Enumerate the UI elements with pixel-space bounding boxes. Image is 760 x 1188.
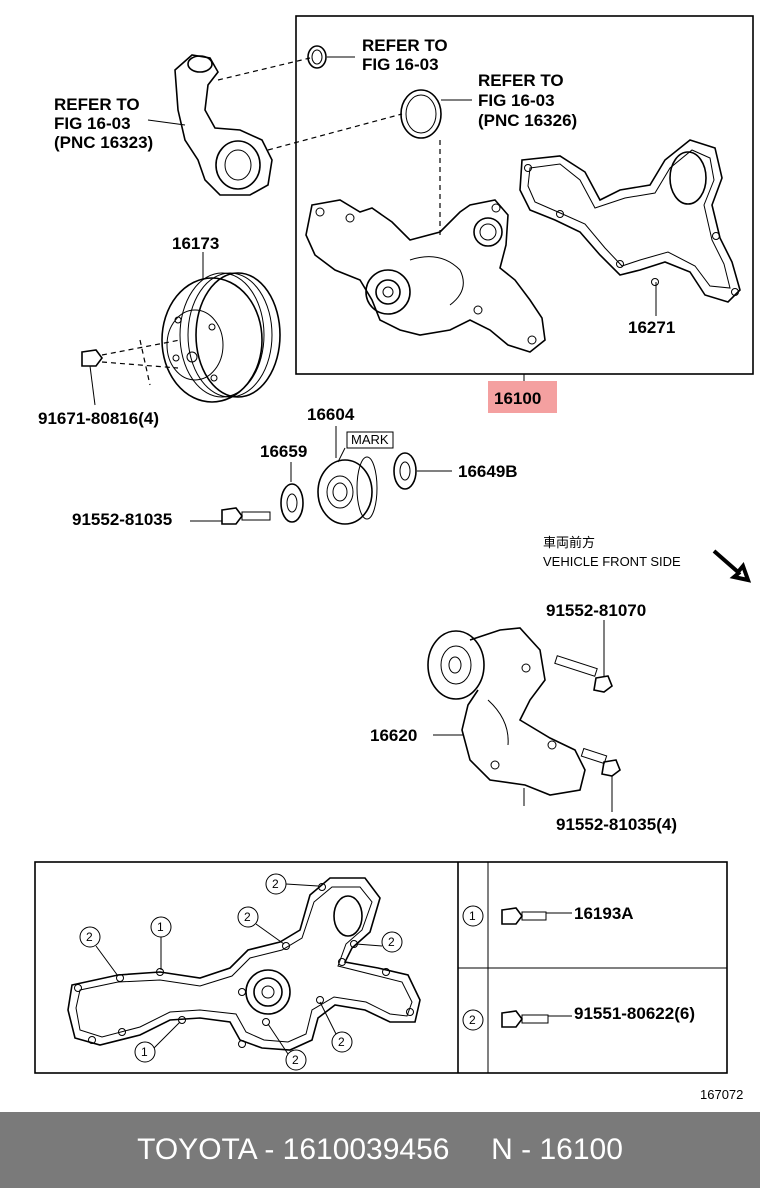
legend-marker-1: [462, 905, 484, 927]
water-pump-body: [305, 199, 546, 353]
label-16271: 16271: [628, 318, 675, 337]
footer-bar: TOYOTA - 1610039456 N - 16100: [0, 1112, 760, 1188]
svg-text:1: 1: [141, 1045, 148, 1059]
label-mark: MARK: [351, 432, 389, 447]
svg-text:2: 2: [272, 877, 279, 891]
svg-text:1: 1: [157, 920, 164, 934]
bolt-91552-81070: [554, 655, 613, 693]
water-inlet-pipe: [174, 54, 273, 196]
svg-text:2: 2: [338, 1035, 345, 1049]
idler-washer-16659: [280, 483, 304, 523]
water-pump-pulley: [161, 272, 281, 403]
legend-marker-2: [462, 1009, 484, 1031]
svg-text:2: 2: [244, 910, 251, 924]
bolt-91552-81035: [221, 507, 271, 525]
bolt-16193a: [501, 907, 547, 925]
svg-text:2: 2: [388, 935, 395, 949]
idler-pulley: [317, 456, 378, 525]
refer-o-ring-line1: REFER TO: [362, 36, 448, 55]
label-91552-81035-4: 91552-81035(4): [556, 815, 677, 834]
vehicle-front-en: VEHICLE FRONT SIDE: [543, 554, 681, 569]
svg-text:1: 1: [469, 909, 476, 923]
label-16659: 16659: [260, 442, 307, 461]
legend-part-16193a: 16193A: [574, 904, 634, 923]
mark-box: [346, 431, 394, 449]
refer-pipe-line1: REFER TO: [54, 95, 140, 114]
o-ring-small: [307, 45, 327, 69]
figure-code: 167072: [700, 1087, 743, 1102]
label-16604: 16604: [307, 405, 355, 424]
callout: 2: [319, 1001, 353, 1053]
label-91552-81035: 91552-81035: [72, 510, 172, 529]
o-ring-large: [400, 89, 442, 139]
bolt-91552-81035-4: [580, 747, 621, 777]
callout: 2: [237, 906, 285, 945]
belt-tensioner: [427, 627, 586, 796]
callout: 1: [134, 1021, 181, 1063]
svg-text:2: 2: [292, 1053, 299, 1067]
idler-washer-16649b: [393, 452, 417, 490]
label-16100: 16100: [494, 389, 541, 408]
footer-text: TOYOTA - 1610039456 N - 16100: [137, 1133, 623, 1166]
refer-o-ring-line2: FIG 16-03: [362, 55, 439, 74]
callout: 1: [150, 916, 172, 970]
callout: 2: [79, 926, 119, 977]
callout: 2: [355, 931, 403, 953]
refer-gasket-line3: (PNC 16326): [478, 111, 577, 130]
vehicle-front-arrow-icon: [712, 549, 752, 583]
label-16173: 16173: [172, 234, 219, 253]
svg-text:2: 2: [469, 1013, 476, 1027]
pump-bolt-location-sketch: [67, 877, 421, 1051]
vehicle-front-jp: 車両前方: [543, 535, 595, 550]
label-91671: 91671-80816(4): [38, 409, 159, 428]
gasket: [519, 139, 741, 303]
highlight-16100: [488, 381, 557, 413]
refer-pipe-line3: (PNC 16323): [54, 133, 153, 152]
label-16649b: 16649B: [458, 462, 518, 481]
bolt-91671: [81, 339, 181, 386]
parts-diagram: REFER TO FIG 16-03 REFER TO FIG 16-03 (P…: [34, 15, 754, 1102]
label-91552-81070: 91552-81070: [546, 601, 646, 620]
label-16620: 16620: [370, 726, 417, 745]
refer-gasket-line1: REFER TO: [478, 71, 564, 90]
callout: 2: [267, 1023, 307, 1071]
legend-part-91551-80622: 91551-80622(6): [574, 1004, 695, 1023]
bolt-91551-80622: [501, 1010, 549, 1028]
refer-pipe-line2: FIG 16-03: [54, 114, 131, 133]
svg-text:2: 2: [86, 930, 93, 944]
refer-gasket-line2: FIG 16-03: [478, 91, 555, 110]
callout: 2: [265, 873, 319, 895]
